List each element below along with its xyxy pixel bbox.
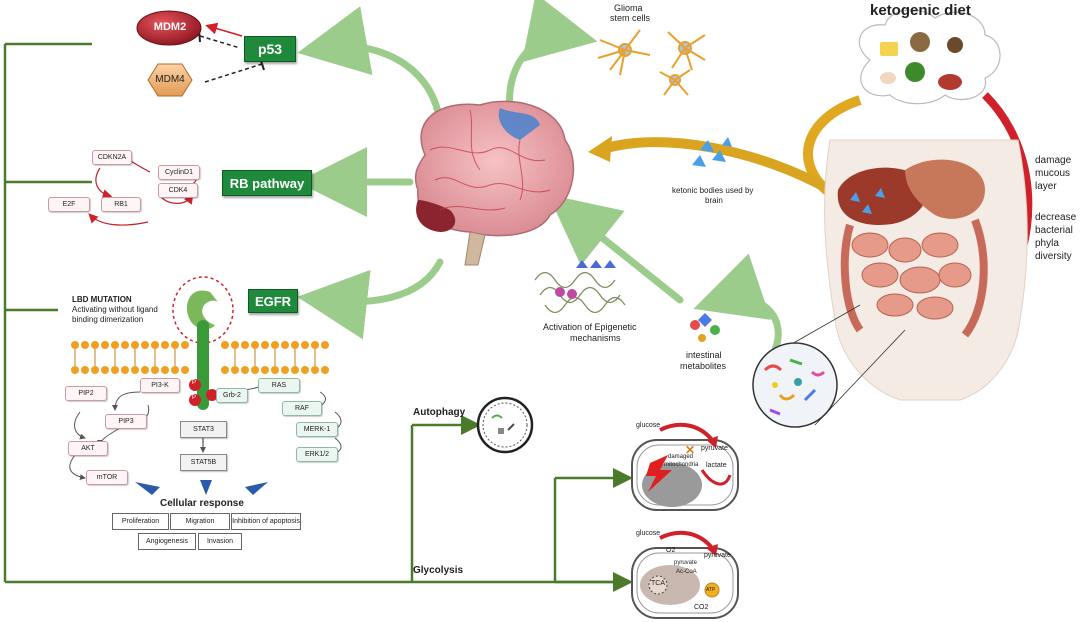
akt-box: AKT [68, 441, 108, 456]
rb-pathway-box: RB pathway [222, 170, 312, 196]
migration-box: Migration [170, 513, 230, 530]
e2f-box: E2F [48, 197, 90, 212]
diet-effect1-line3: layer [1035, 181, 1057, 192]
pi3k-box: PI3-K [140, 378, 180, 393]
diet-effect2-line2: bacterial [1035, 225, 1073, 236]
glycolysis-label: Glycolysis [413, 565, 464, 576]
mdm2-shape [136, 10, 202, 46]
body-organs [824, 139, 1028, 401]
merk1-box: MERK-1 [296, 422, 338, 437]
ketogenic-diet-title: ketogenic diet [870, 2, 971, 19]
cdkn2a-box: CDKN2A [92, 150, 132, 165]
glioma-stem-cells [597, 29, 706, 96]
mito2-tca: TCA [651, 580, 665, 587]
grb2-box: Grb-2 [216, 388, 248, 403]
mito-panel-healthy [631, 530, 739, 619]
egfr-box: EGFR [248, 289, 298, 313]
cellular-response-arrows [135, 480, 268, 495]
ketonic-label-2: brain [705, 196, 723, 205]
cyclind1-box: CyclinD1 [158, 165, 200, 180]
lbd-mutation-title: LBD MUTATION [72, 295, 132, 304]
ras-box: RAS [258, 378, 300, 393]
erk-box: ERK1/2 [296, 447, 338, 462]
mito2-acoa: Ac-CoA [676, 569, 697, 575]
mdm4-shape [147, 63, 193, 97]
pip2-box: PIP2 [65, 386, 107, 401]
epigenetic-dna [534, 260, 626, 314]
invasion-box: Invasion [198, 533, 242, 550]
ketonic-label-1: ketonic bodies used by [672, 186, 754, 195]
glioma-label-1: Glioma [614, 3, 643, 13]
phospho-label-1: P [192, 380, 197, 386]
cellular-response-title: Cellular response [160, 498, 244, 509]
diet-effect1-line2: mucous [1035, 168, 1071, 179]
intestinal-label-2: metabolites [680, 361, 727, 371]
diet-effect2-line1: decrease [1035, 212, 1077, 223]
cell-membrane [71, 341, 329, 374]
rb1-box: RB1 [101, 197, 141, 212]
left-connector-lines [3, 42, 633, 592]
mito1-lactate: lactate [706, 462, 727, 469]
mito2-o2: O2 [666, 547, 676, 554]
stat5b-box: STAT5B [180, 454, 227, 471]
stat3-box: STAT3 [180, 421, 227, 438]
diet-cloud [858, 9, 1001, 105]
mito2-glucose: glucose [636, 530, 661, 537]
metabolite-icons [690, 313, 720, 342]
mito-panel-damaged: ✕ [631, 422, 739, 511]
mito2-atp: ATP [706, 587, 716, 593]
intestinal-label-1: intestinal [686, 350, 722, 360]
diet-effect2-line3: phyla [1035, 238, 1059, 249]
autophagy-label: Autophagy [413, 407, 466, 418]
brain-curved-arrows [297, 0, 782, 354]
diet-effect2-line4: diversity [1035, 251, 1072, 262]
glioma-label-2: stem cells [610, 13, 651, 23]
egfr-receptor [172, 276, 234, 410]
gut-microbiota-magnifier [752, 304, 906, 428]
mtor-box: mTOR [86, 470, 128, 485]
svg-text:✕: ✕ [685, 443, 695, 457]
cdk4-box: CDK4 [158, 183, 198, 198]
mito2-pyruvate: pyruvate [704, 552, 731, 559]
mdm2-label: MDM2 [153, 21, 187, 33]
epigenetic-label-1: Activation of Epigenetic [543, 322, 637, 332]
phospho-label-2: P [192, 395, 197, 401]
p53-box: p53 [244, 36, 296, 62]
raf-box: RAF [282, 401, 322, 416]
mito2-co2: CO2 [694, 604, 709, 611]
lbd-mutation-line2: binding dimerization [72, 315, 144, 324]
brain-illustration [414, 100, 575, 266]
autophagy-vesicle [476, 396, 534, 454]
mito2-pyruvate-inner: pyruvate [674, 560, 698, 566]
ketonic-crystals [692, 137, 732, 167]
mito1-damaged-1: damaged [668, 454, 694, 460]
mdm4-label: MDM4 [155, 74, 185, 85]
diet-arrows [588, 95, 862, 212]
inhibition-apoptosis-box: Inhibition of apoptosis [231, 513, 301, 530]
mito1-damaged-2: mitochondria [664, 462, 699, 468]
diet-effect1-line1: damage [1035, 155, 1072, 166]
pip3-box: PIP3 [105, 414, 147, 429]
mito1-pyruvate: pyruvate [701, 445, 728, 452]
epigenetic-label-2: mechanisms [570, 333, 621, 343]
lbd-mutation-line1: Activating without ligand [72, 305, 158, 314]
proliferation-box: Proliferation [112, 513, 169, 530]
angiogenesis-box: Angiogenesis [138, 533, 196, 550]
mito1-glucose: glucose [636, 422, 661, 429]
